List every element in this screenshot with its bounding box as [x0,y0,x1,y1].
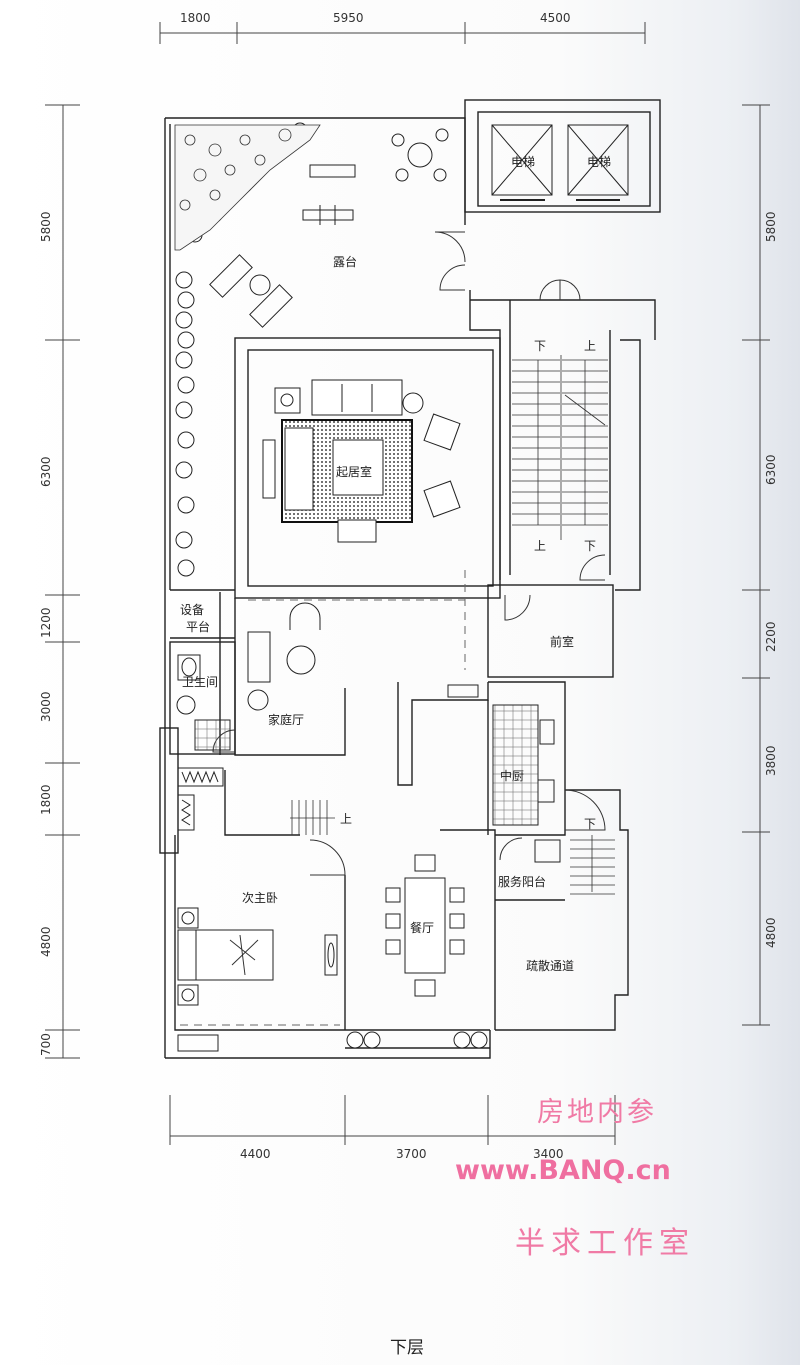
inner-stair [290,800,335,835]
label-service-balcony: 服务阳台 [498,874,546,889]
family-furniture [247,602,321,711]
stair-mark-down-a: 下 [534,339,546,353]
dashed-dividers [180,570,466,1026]
label-vestibule: 前室 [550,634,574,649]
plant-icon [175,461,193,479]
label-equipment-line1: 设备 [180,603,204,617]
evac-stair [570,835,615,895]
plant-icon [175,401,193,419]
dimension-lines [45,22,770,1145]
rockery [174,124,321,251]
dim-right-2: 6300 [764,454,778,485]
watermark-line-1: 房地内参 [537,1097,657,1128]
elevator-2 [567,124,629,201]
doors [212,231,606,876]
watermark-line-2: www.BANQ.cn [455,1155,671,1186]
plant-icon [177,331,195,349]
stair-mark-down-b: 下 [584,539,596,553]
dim-left-6: 4800 [39,926,53,957]
terrace-furniture [209,128,449,328]
plant-icon [175,271,193,289]
dim-left-4: 3000 [39,691,53,722]
dim-left-2: 6300 [39,456,53,487]
bottom-planters [346,1031,488,1049]
dim-bottom-2: 3700 [396,1147,427,1161]
stair-mark-evac-down: 下 [584,817,596,831]
dim-top-2: 5950 [333,11,364,25]
label-second-master: 次主卧 [242,891,278,905]
watermark-line-3: 半求工作室 [515,1226,695,1261]
label-equipment-line2: 平台 [186,619,210,634]
dining-table [385,854,465,997]
label-family-hall: 家庭厅 [268,712,304,727]
dim-right-4: 3800 [764,745,778,776]
label-terrace: 露台 [333,254,357,269]
kitchen-fixtures [447,684,561,863]
plant-icon [177,291,195,309]
main-stair [512,355,608,540]
label-dining: 餐厅 [410,920,434,935]
plant-icon [177,376,195,394]
dim-left-7: 700 [39,1033,53,1056]
stair-mark-up-b: 上 [534,539,546,553]
elevator-1 [491,124,553,201]
dim-right-5: 4800 [764,917,778,948]
dim-bottom-3: 3400 [533,1147,564,1161]
label-kitchen: 中厨 [500,768,524,783]
dim-bottom-1: 4400 [240,1147,271,1161]
label-evac: 疏散通道 [526,958,574,973]
label-elevator-2: 电梯 [587,155,611,169]
plant-icon [177,559,195,577]
bedroom-furniture [177,907,338,1052]
dim-left-1: 5800 [39,211,53,242]
stair-mark-up-a: 上 [584,339,596,353]
plan-caption: 下层 [390,1338,424,1358]
plant-icon [175,311,193,329]
label-equipment: 设备 平台 [180,603,210,634]
walls [159,99,661,1059]
dim-left-5: 1800 [39,784,53,815]
dim-left-3: 1200 [39,607,53,638]
plant-icon [175,531,193,549]
dim-top-1: 1800 [180,11,211,25]
west-balcony-rails [177,767,224,831]
plant-icon [175,351,193,369]
bathroom-fixtures [176,654,231,751]
stair-mark-inner-up: 上 [340,812,352,826]
label-bathroom: 卫生间 [182,675,218,689]
dim-top-3: 4500 [540,11,571,25]
dim-right-1: 5800 [764,211,778,242]
plant-icon [177,431,195,449]
stair-break-line [564,394,606,426]
label-elevator-1: 电梯 [511,155,535,169]
living-furniture [262,379,461,543]
plant-icon [177,496,195,514]
label-living: 起居室 [336,464,372,479]
dim-right-3: 2200 [764,621,778,652]
